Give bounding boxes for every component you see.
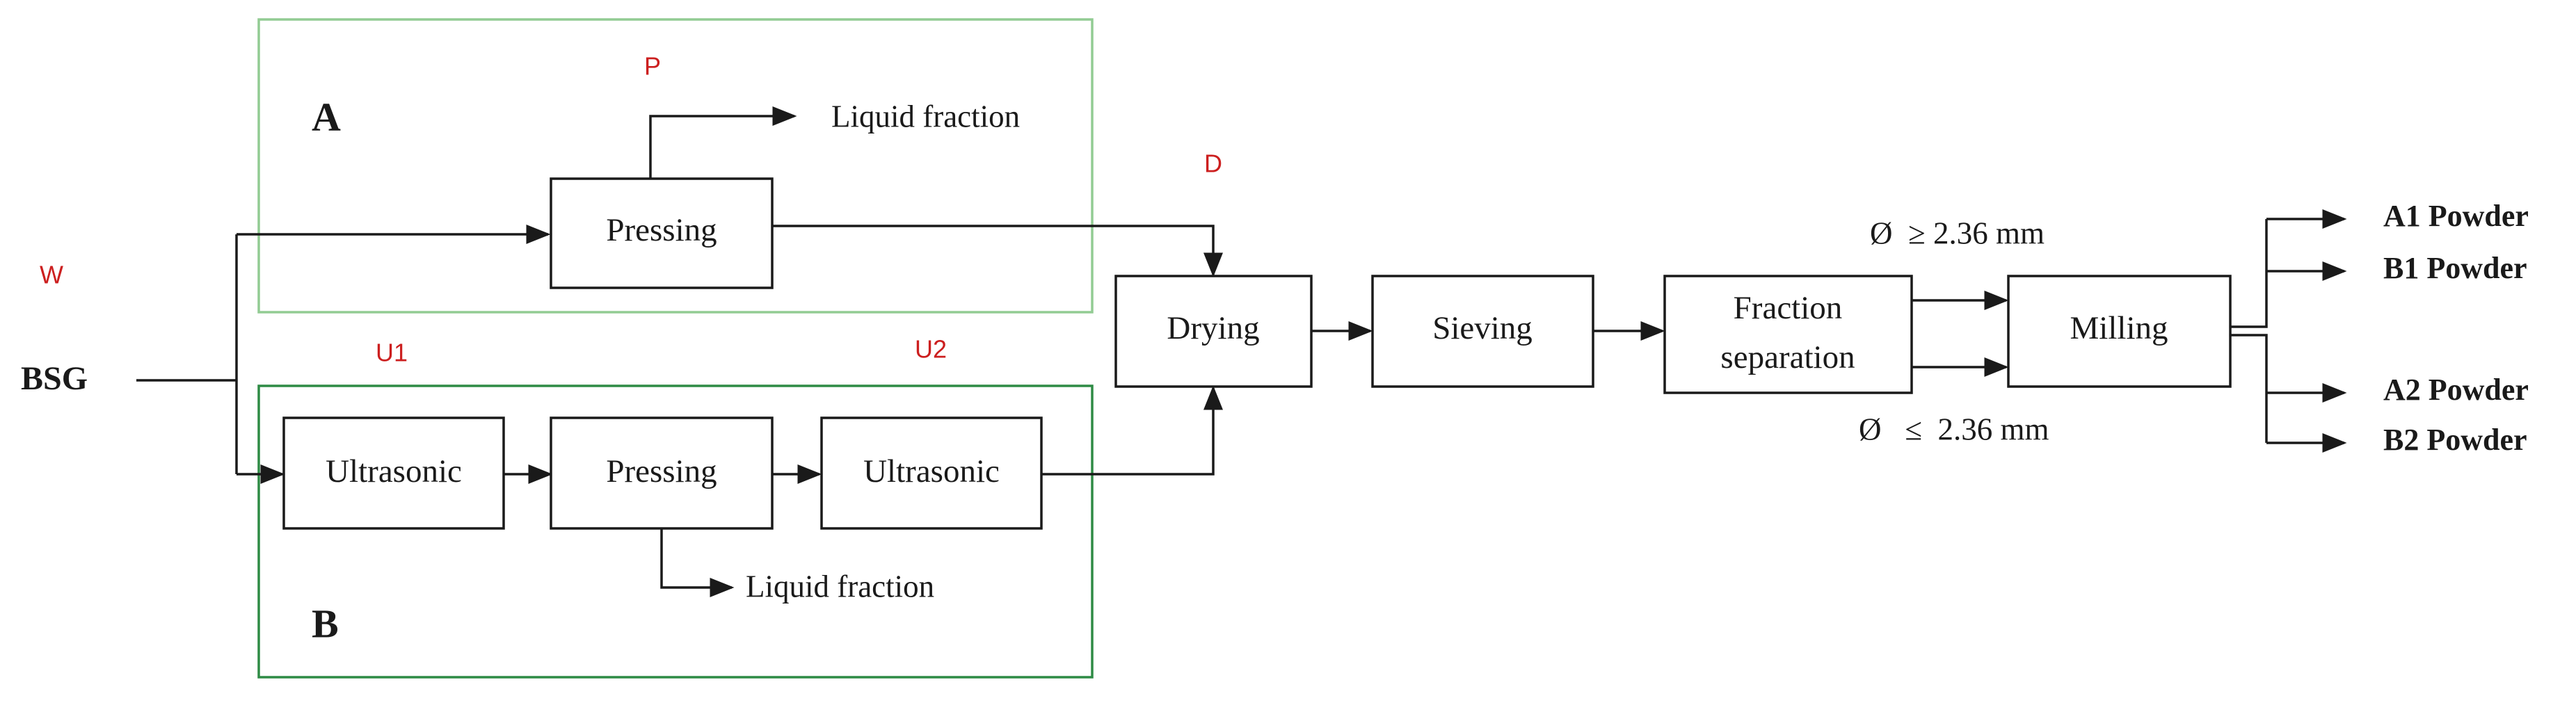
fraction-separation-label-line1: Fraction: [1734, 290, 1843, 326]
sieving-box: Sieving: [1371, 275, 1594, 388]
group-a-frame: [257, 18, 1094, 314]
bsg-input-label: BSG: [21, 360, 88, 397]
ultrasonic-2-box: Ultrasonic: [820, 416, 1043, 530]
b1-powder-label: B1 Powder: [2383, 251, 2527, 285]
liquid-fraction-a-label: Liquid fraction: [831, 99, 1020, 133]
arrow-ultrasonic2-to-drying: [1041, 385, 1223, 476]
pressing-a-box: Pressing: [550, 177, 774, 289]
b2-powder-label: B2 Powder: [2383, 423, 2527, 457]
marker-w: W: [40, 261, 63, 289]
group-b-frame: [257, 384, 1094, 679]
marker-p: P: [644, 52, 661, 81]
ultrasonic-1-box: Ultrasonic: [282, 416, 505, 530]
coarse-fraction-label: Ø ≥ 2.36 mm: [1870, 216, 2045, 250]
milling-box: Milling: [2007, 275, 2232, 388]
fraction-separation-box: Fraction separation: [1663, 275, 1913, 394]
marker-u2: U2: [915, 335, 947, 364]
marker-u1: U1: [376, 339, 408, 367]
milling-output-upper-line: [2230, 219, 2268, 328]
a1-powder-label: A1 Powder: [2383, 199, 2529, 233]
milling-output-lower-line: [2230, 334, 2268, 443]
group-a-label: A: [312, 94, 341, 139]
arrow-to-liquid-fraction-a: [649, 106, 797, 179]
pressing-b-label: Pressing: [606, 453, 717, 489]
drying-box: Drying: [1114, 275, 1313, 388]
arrow-to-liquid-fraction-b: [660, 528, 735, 597]
fraction-separation-label-line2: separation: [1720, 339, 1855, 375]
a2-powder-label: A2 Powder: [2383, 373, 2529, 407]
arrow-pressing-a-to-drying: [772, 225, 1223, 277]
marker-d: D: [1204, 149, 1222, 178]
pressing-b-box: Pressing: [550, 416, 774, 530]
group-b-label: B: [312, 601, 339, 646]
ultrasonic-1-label: Ultrasonic: [326, 453, 462, 489]
pressing-a-label: Pressing: [606, 212, 717, 248]
liquid-fraction-b-label: Liquid fraction: [746, 569, 934, 603]
drying-label: Drying: [1167, 310, 1259, 346]
ultrasonic-2-label: Ultrasonic: [863, 453, 1000, 489]
fine-fraction-label: Ø ≤ 2.36 mm: [1859, 412, 2049, 446]
sieving-label: Sieving: [1432, 310, 1533, 346]
milling-label: Milling: [2070, 310, 2168, 346]
